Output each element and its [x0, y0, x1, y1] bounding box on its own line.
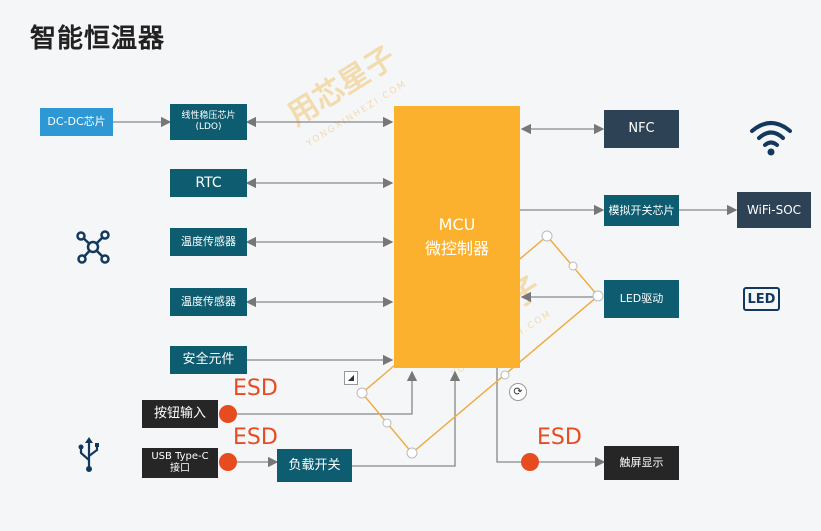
load-switch-block[interactable]: 负载开关	[277, 449, 352, 482]
rtc-block[interactable]: RTC	[170, 169, 247, 197]
temperature-sensor-block[interactable]: 温度传感器	[170, 228, 247, 256]
esd-label: ESD	[537, 425, 582, 450]
ldo-chip-block[interactable]: 线性稳压芯片(LDO)	[170, 104, 247, 140]
led-icon: LED	[743, 287, 780, 311]
page-title: 智能恒温器	[30, 24, 166, 54]
network-icon	[76, 230, 110, 264]
nfc-block[interactable]: NFC	[604, 110, 679, 148]
resize-handle-icon[interactable]: ◢	[344, 371, 358, 385]
wifi-icon	[750, 121, 792, 156]
analog-switch-block[interactable]: 模拟开关芯片	[604, 195, 679, 226]
wifi-soc-block[interactable]: WiFi-SOC	[737, 192, 811, 228]
mcu-label: MCU	[438, 215, 476, 234]
esd-label: ESD	[233, 376, 278, 401]
rotate-handle-icon[interactable]: ⟳	[509, 383, 527, 401]
esd-label: ESD	[233, 425, 278, 450]
led-driver-block[interactable]: LED驱动	[604, 280, 679, 318]
mcu-block[interactable]: MCU 微控制器	[394, 106, 520, 368]
mcu-sublabel: 微控制器	[424, 239, 489, 258]
temperature-sensor-block[interactable]: 温度传感器	[170, 288, 247, 316]
button-input-block[interactable]: 按钮输入	[142, 400, 218, 428]
touch-display-block[interactable]: 触屏显示	[604, 446, 679, 480]
usb-icon	[78, 437, 99, 472]
safety-element-block[interactable]: 安全元件	[170, 346, 247, 374]
dcdc-chip-block[interactable]: DC-DC芯片	[40, 108, 113, 136]
